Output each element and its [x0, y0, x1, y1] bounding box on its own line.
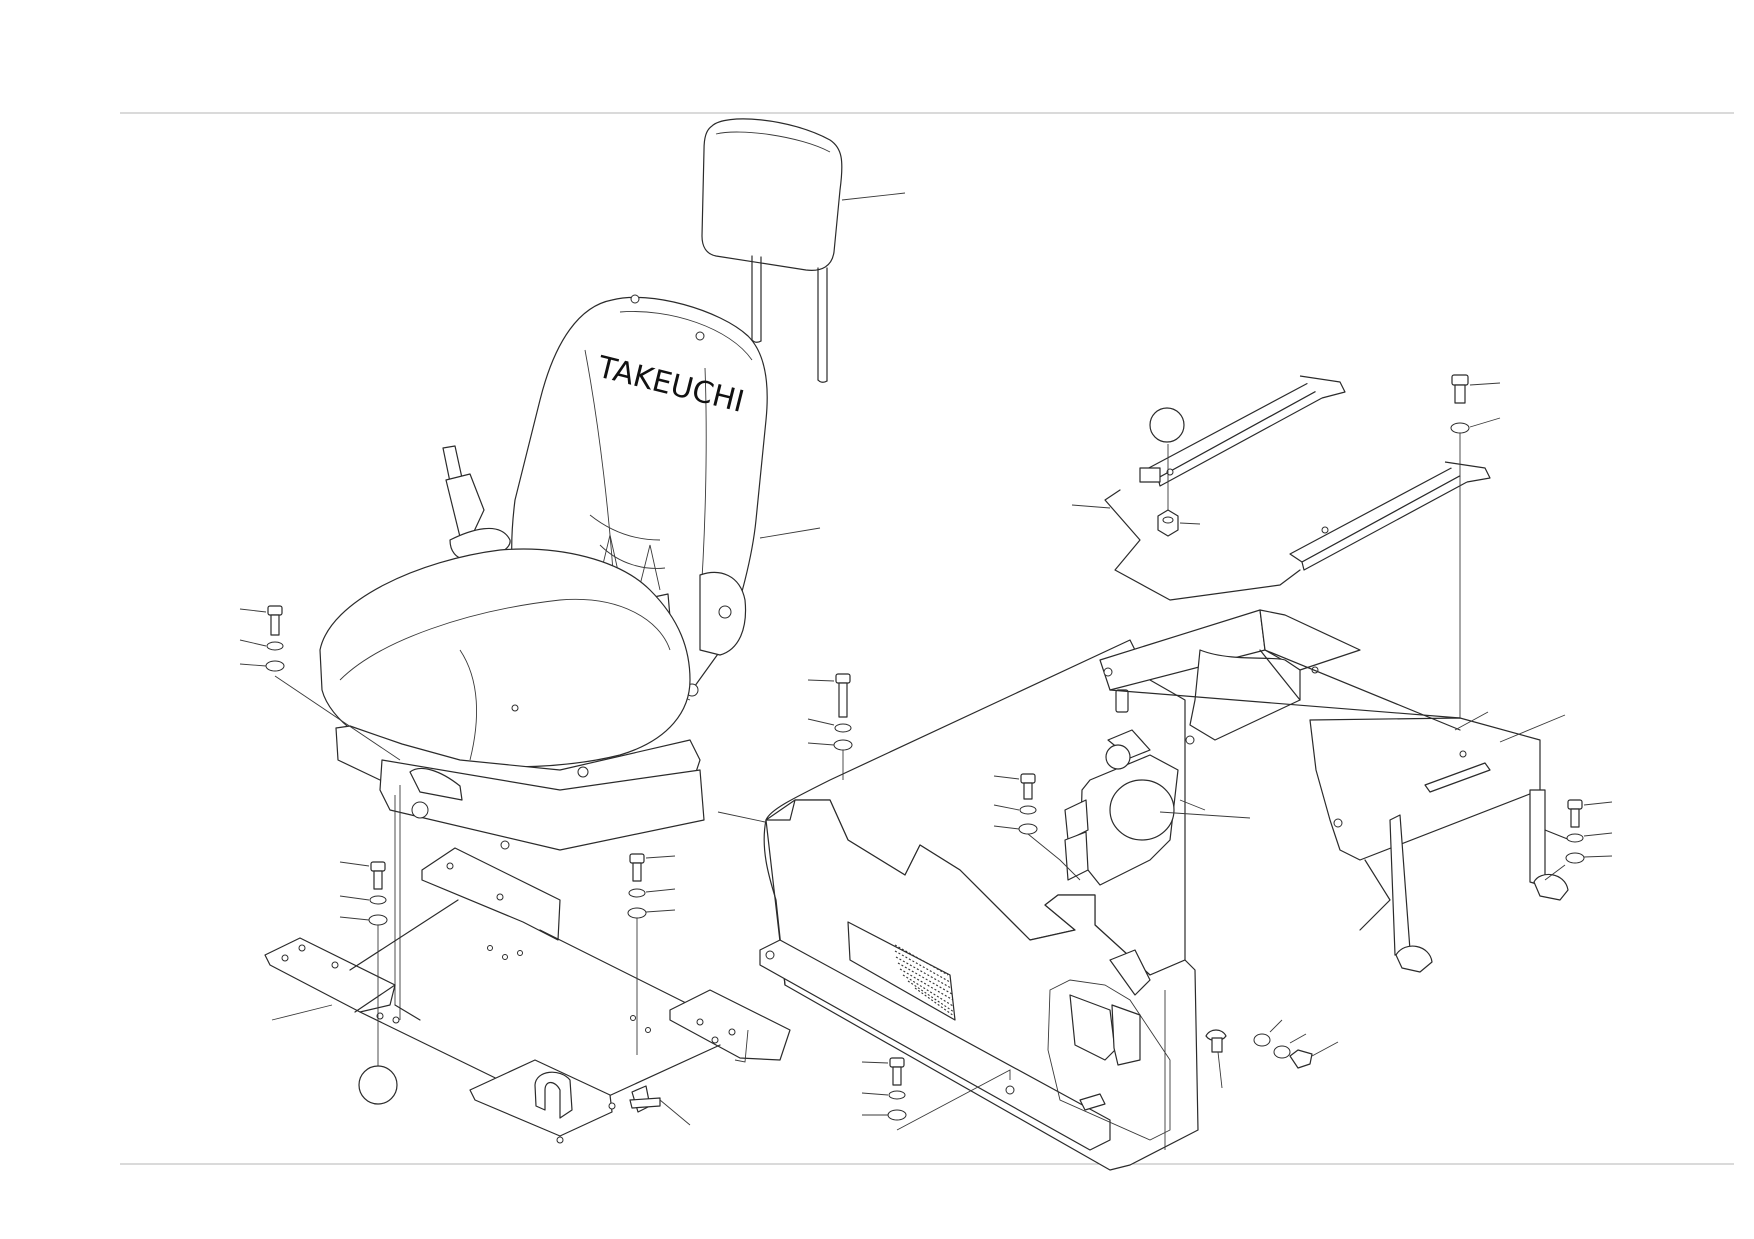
seat-belt-left [442, 445, 511, 561]
fastener-stack-console-top [807, 673, 853, 780]
leader-lines-seat [274, 192, 906, 1020]
seat-cushion [319, 548, 705, 851]
seat-fastener-stack-left [239, 605, 285, 672]
rail-nut [1157, 444, 1201, 537]
page-frame [120, 112, 1734, 1165]
reference-circle-upper [1149, 407, 1185, 443]
lever-mount-block [1064, 689, 1206, 886]
reference-circle-lower [358, 1020, 398, 1105]
console-cover [759, 639, 1199, 1171]
side-fasteners-console [1205, 1019, 1339, 1089]
fastener-stack-plate-mid [627, 853, 676, 1055]
seat-stand-frame [1099, 609, 1571, 973]
small-bracket [629, 1085, 691, 1126]
headrest [701, 118, 843, 383]
seat-mount-plate [264, 847, 791, 1144]
fastener-stack-plate-left [339, 861, 388, 1020]
fastener-stack-frame-right [1544, 799, 1613, 881]
fastener-stack-rail-right [1450, 374, 1501, 760]
fastener-stack-console-mid [993, 773, 1081, 881]
leader-lines-console [717, 711, 1489, 823]
console-grille [847, 921, 956, 1021]
fastener-stack-console-bottom [861, 1057, 1011, 1131]
seat-slide-rails [1071, 375, 1491, 601]
